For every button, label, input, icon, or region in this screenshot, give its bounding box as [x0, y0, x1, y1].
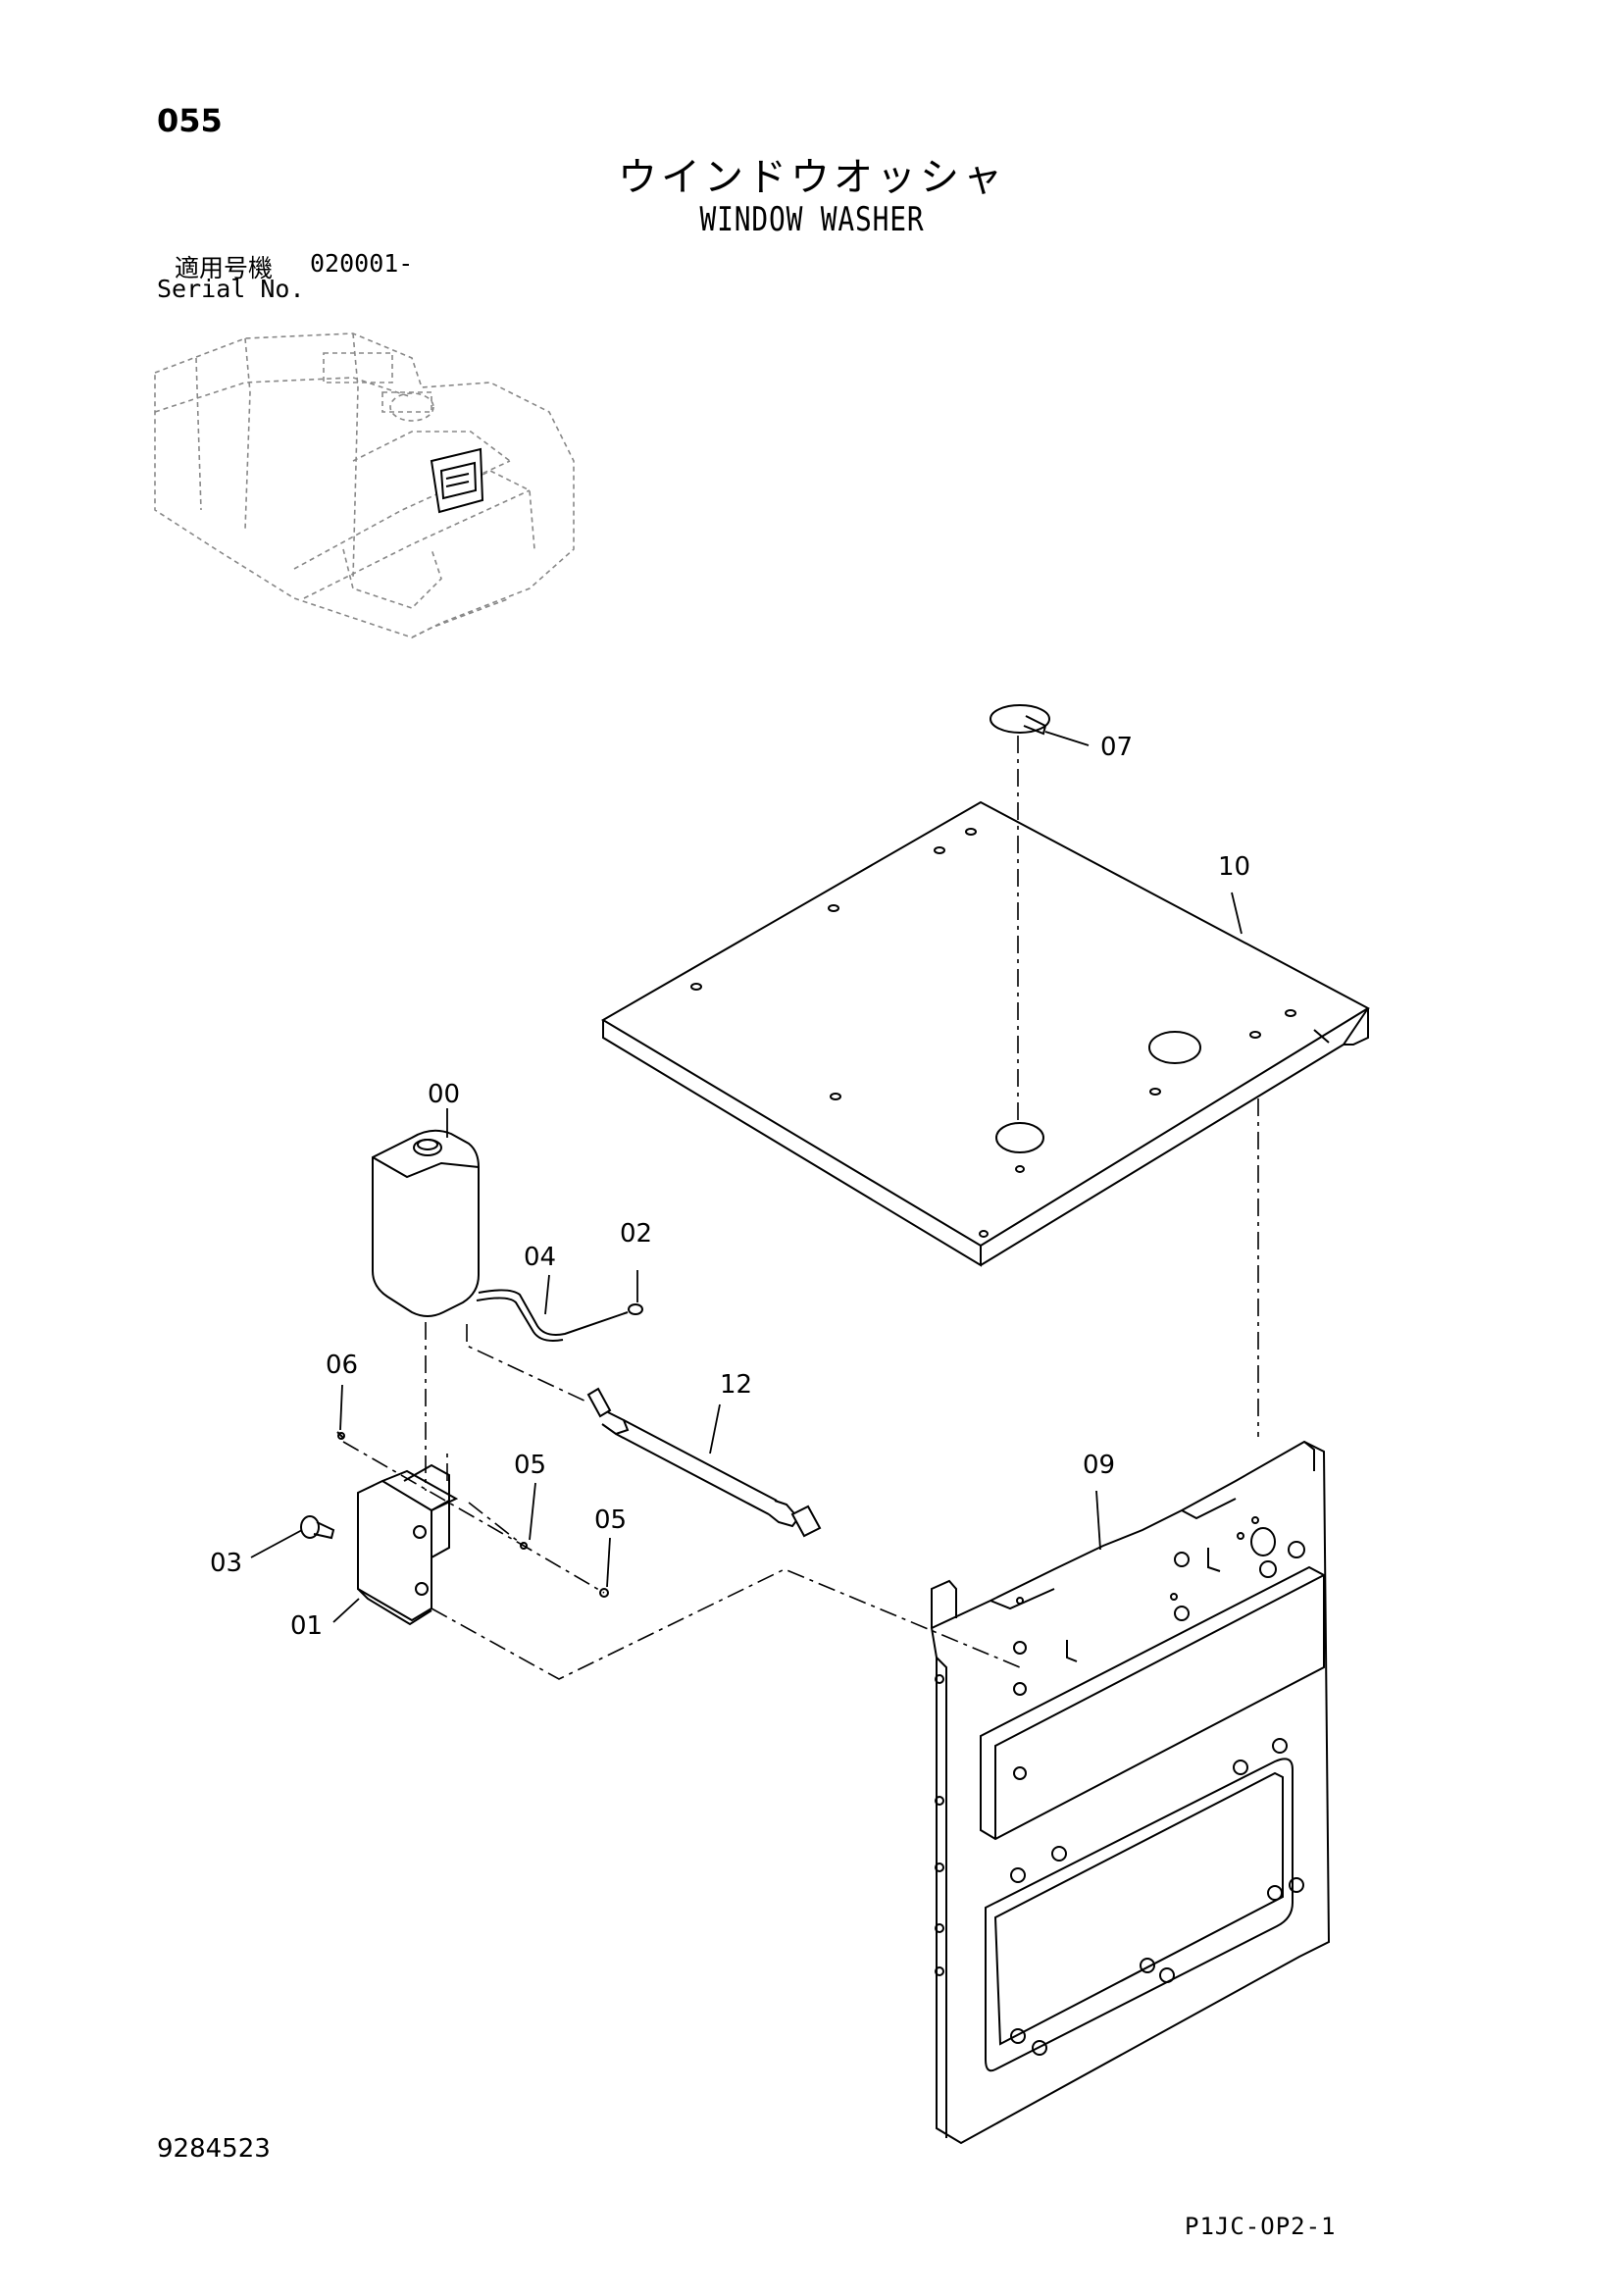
part-06-screw	[336, 1431, 345, 1440]
part-02-clamp	[628, 1303, 643, 1315]
title-english: WINDOW WASHER	[699, 200, 925, 239]
serial-range: 020001-	[310, 249, 414, 278]
callout-10: 10	[1218, 852, 1250, 882]
callout-05-lower: 05	[594, 1505, 627, 1535]
part-04-bolt	[300, 1515, 335, 1540]
part-09-mounting-panel	[930, 1440, 1331, 2145]
callout-05-upper: 05	[514, 1451, 546, 1480]
part-05-nuts	[520, 1542, 609, 1598]
window-washer-location-marker	[430, 447, 484, 514]
part-01-bracket	[357, 1463, 459, 1626]
assembly-lines	[342, 736, 1259, 1680]
callout-06: 06	[326, 1351, 358, 1380]
part-00-washer-tank	[372, 1129, 480, 1317]
part-12-nozzle-hose	[586, 1387, 822, 1538]
part-03-hose	[476, 1289, 629, 1342]
callout-09: 09	[1083, 1451, 1115, 1480]
callout-12: 12	[720, 1370, 752, 1400]
page-number: 055	[157, 102, 223, 139]
callout-leaders	[250, 731, 1243, 1623]
serial-label-japanese: 適用号機	[175, 254, 274, 282]
title-japanese: ウインドウオッシャ	[618, 155, 1006, 200]
callout-02: 02	[620, 1219, 652, 1249]
serial-label-english: Serial No.	[157, 275, 305, 303]
part-10-plate	[601, 800, 1371, 1267]
callout-00: 00	[428, 1080, 460, 1109]
machine-overview-thumbnail	[154, 332, 575, 638]
callout-01: 01	[290, 1611, 323, 1641]
document-number: 9284523	[157, 2134, 271, 2164]
reference-code: P1JC-OP2-1	[1185, 2213, 1337, 2240]
callout-03: 04	[524, 1243, 556, 1272]
part-07-plug	[990, 704, 1050, 736]
callout-07: 07	[1100, 733, 1133, 762]
callout-04: 03	[210, 1549, 242, 1578]
